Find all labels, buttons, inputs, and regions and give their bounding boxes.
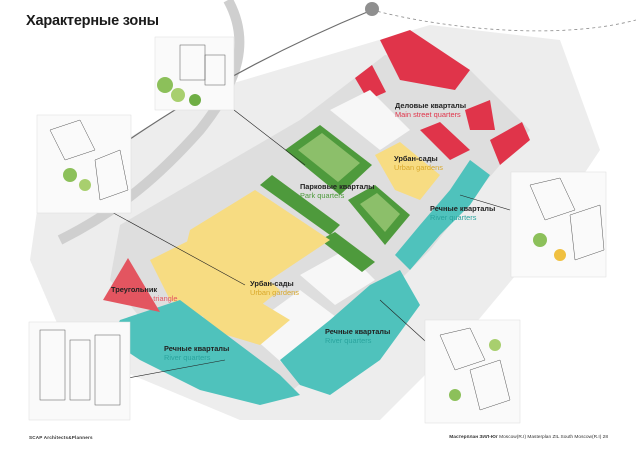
label-river-left: Речные кварталы River quarters bbox=[164, 344, 230, 362]
label-river-right: Речные кварталы River quarters bbox=[430, 204, 496, 222]
label-river-left-en: River quarters bbox=[164, 352, 211, 362]
white-block-1 bbox=[330, 90, 410, 150]
river-left bbox=[110, 300, 300, 405]
label-business-ru: Деловые кварталы bbox=[395, 101, 467, 110]
label-river-right-ru: Речные кварталы bbox=[430, 204, 496, 213]
footer-project-title: Мастерплан ЗИЛ-Юг bbox=[449, 435, 498, 440]
business-block-4 bbox=[420, 122, 470, 160]
label-triangle-en: Moscow city triangle bbox=[111, 293, 178, 303]
label-river-center: Речные кварталы River quarters bbox=[325, 327, 391, 345]
label-urban-gardens-main-en: Urban gardens bbox=[250, 287, 299, 297]
urban-garden-3 bbox=[200, 290, 290, 345]
footer-credit: SCAP Architects&Planners bbox=[29, 435, 93, 440]
leader-line-2 bbox=[107, 209, 246, 286]
leader-line-1 bbox=[233, 109, 306, 166]
thumbnail-right-bottom bbox=[424, 319, 521, 424]
label-park-en: Park quarters bbox=[300, 190, 345, 200]
business-block-5 bbox=[490, 122, 530, 165]
business-block-2 bbox=[355, 65, 386, 100]
thumbnail-left-top bbox=[36, 114, 132, 214]
label-urban-gardens-main: Урбан-сады Urban gardens bbox=[250, 279, 299, 297]
label-urban-gardens-small: Урбан-сады Urban gardens bbox=[394, 154, 443, 172]
park-strip-2 bbox=[320, 232, 375, 272]
business-block-1 bbox=[380, 30, 470, 90]
label-river-center-en: River quarters bbox=[325, 335, 372, 345]
dashed-line bbox=[371, 9, 636, 32]
junction-node bbox=[365, 2, 379, 16]
park-strip-1 bbox=[260, 175, 340, 235]
business-block-3 bbox=[465, 100, 495, 130]
label-urban-gardens-main-ru: Урбан-сады bbox=[250, 279, 294, 288]
thumbnail-left-bottom bbox=[28, 321, 131, 421]
label-river-left-ru: Речные кварталы bbox=[164, 344, 230, 353]
label-business-en: Main street quarters bbox=[395, 109, 461, 119]
label-urban-gardens-small-en: Urban gardens bbox=[394, 162, 443, 172]
label-urban-gardens-small-ru: Урбан-сады bbox=[394, 154, 438, 163]
page-title: Характерные зоны bbox=[26, 13, 159, 29]
thumbnail-top bbox=[154, 36, 235, 111]
label-triangle-ru: Треугольник bbox=[111, 285, 158, 294]
urban-garden-small bbox=[375, 142, 440, 200]
footer-project-subtitle: Moscow(R.I) Masterplan ZIL South Moscow(… bbox=[499, 435, 608, 440]
river-center bbox=[280, 270, 420, 395]
triangle-block bbox=[103, 258, 160, 312]
footer-project: Мастерплан ЗИЛ-Юг Moscow(R.I) Masterplan… bbox=[449, 435, 608, 440]
park-block-2-inner bbox=[360, 193, 400, 232]
label-business: Деловые кварталы Main street quarters bbox=[395, 101, 467, 119]
label-park: Парковые кварталы Park quarters bbox=[300, 182, 375, 200]
leader-line-5 bbox=[459, 194, 511, 211]
thumbnail-right bbox=[510, 171, 607, 278]
label-river-center-ru: Речные кварталы bbox=[325, 327, 391, 336]
park-block-1-inner bbox=[298, 133, 360, 182]
label-park-ru: Парковые кварталы bbox=[300, 182, 375, 191]
label-triangle: Треугольник Moscow city triangle bbox=[111, 285, 178, 303]
white-block-3 bbox=[245, 290, 340, 370]
label-river-right-en: River quarters bbox=[430, 212, 477, 222]
river-right bbox=[395, 160, 490, 270]
